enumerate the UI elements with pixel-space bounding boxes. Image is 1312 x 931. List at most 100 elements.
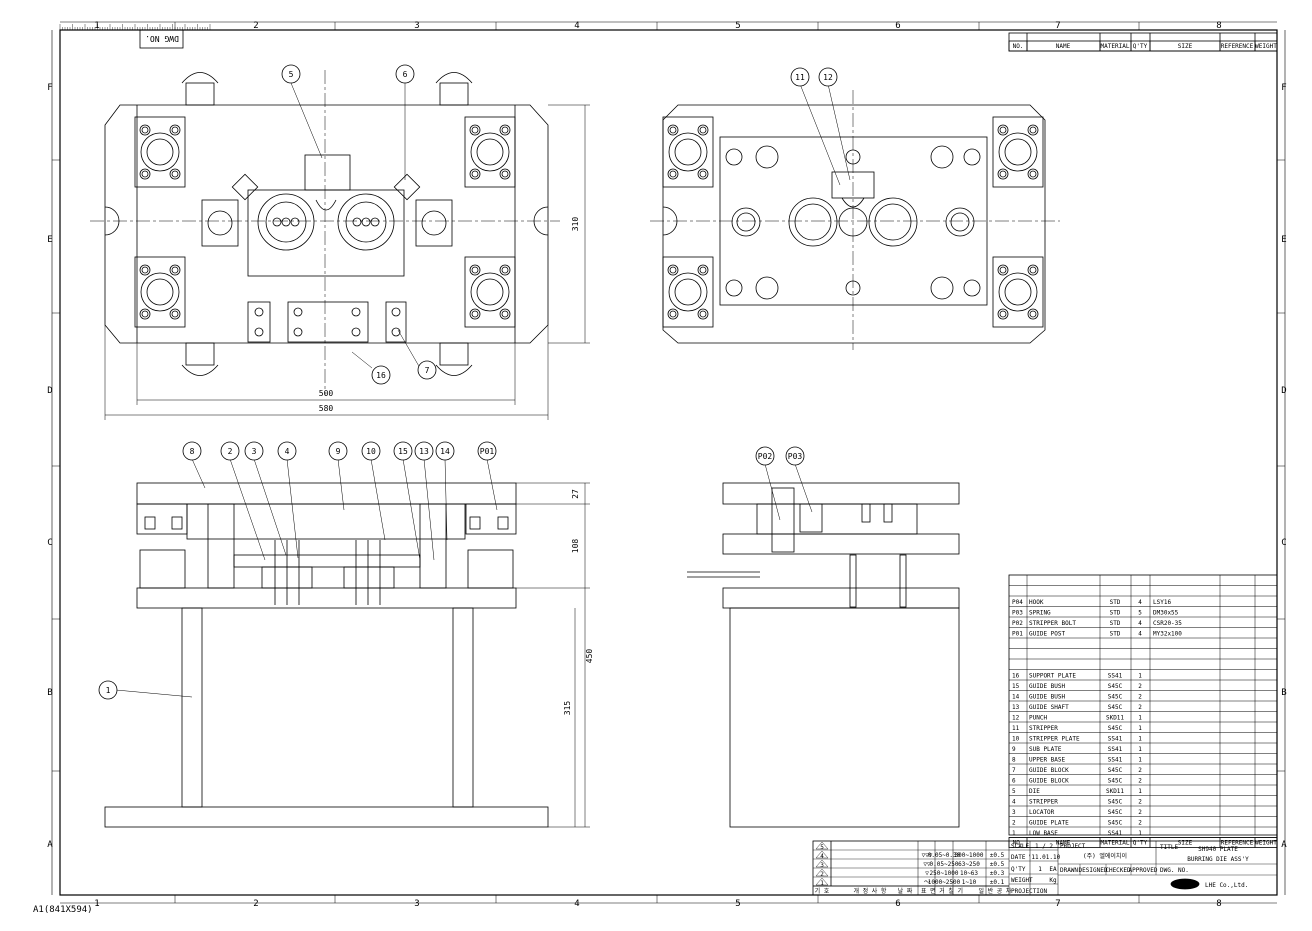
guide-post-block [992, 116, 1044, 188]
approved-label: APPROVED [1129, 867, 1158, 874]
guide-post-block [134, 256, 186, 328]
bom-material: SKD11 [1106, 715, 1124, 722]
balloon-label: 14 [440, 447, 450, 456]
bom-qty: 2 [1138, 683, 1142, 690]
title-line-2: BURRING DIE ASS'Y [1187, 856, 1249, 863]
revision-mark: 5 [820, 844, 824, 851]
balloon-15: 15 [393, 441, 413, 461]
side-view [687, 482, 960, 828]
dim-500: 500 [319, 389, 334, 398]
bom-no: 13 [1012, 704, 1020, 711]
top-view-dimensions: 500 580 310 [104, 104, 590, 420]
header-cell: REFERENCE [1221, 840, 1254, 847]
tolerance-symbol: ▽▽ [923, 861, 931, 868]
bom-no: P01 [1012, 631, 1023, 638]
header-cell: NO. [1013, 840, 1024, 847]
balloon-label: P03 [788, 452, 803, 461]
bom-qty: 1 [1138, 725, 1142, 732]
bom-size: MY32x100 [1153, 631, 1182, 638]
bom-size: LSY16 [1153, 599, 1171, 606]
header-cell: MATERIAL [1101, 840, 1130, 847]
balloon-p03: P03 [785, 446, 805, 466]
bom-name: SPRING [1029, 610, 1051, 617]
bom-material: S45C [1108, 694, 1123, 701]
bom-name: LOW BASE [1029, 830, 1058, 837]
bom-no: 14 [1012, 694, 1020, 701]
balloon-label: 8 [190, 447, 195, 456]
bom-no: 2 [1012, 820, 1016, 827]
zone-row-right: F [1281, 83, 1286, 93]
zone-col-top: 6 [895, 21, 900, 31]
balloon-4: 4 [277, 441, 297, 461]
revision-mark: 3 [820, 862, 824, 869]
tolerance-range: 63~250 [958, 861, 980, 868]
front-view-left [104, 482, 549, 828]
balloon-label: 13 [419, 447, 429, 456]
header-cell: SIZE [1178, 840, 1193, 847]
scale-value: 1 / 2 [1035, 843, 1053, 850]
zone-row-left: C [47, 538, 52, 548]
balloon-7: 7 [417, 360, 437, 380]
tolerance-symbol: ～ [924, 879, 930, 886]
zone-col-top: 3 [414, 21, 419, 31]
revision-footer: 날 짜 [898, 887, 913, 895]
tolerance-value: ±0.1 [990, 879, 1005, 886]
bom-name: GUIDE BUSH [1029, 694, 1066, 701]
header-cell: NO. [1013, 43, 1024, 50]
dim-580: 580 [319, 404, 334, 413]
dwg-no-box: DWG NO. [139, 29, 184, 49]
company-name: (주) 엘에이치이 [1083, 852, 1127, 860]
balloon-10: 10 [361, 441, 381, 461]
zone-row-left: D [47, 386, 52, 396]
balloon-label: 1 [106, 686, 111, 695]
zone-row-left: E [47, 235, 52, 245]
bom-qty: 1 [1138, 673, 1142, 680]
checked-label: CHECKED [1105, 867, 1131, 874]
bom-qty: 2 [1138, 799, 1142, 806]
date-value: '11.01.10 [1028, 854, 1061, 861]
header-cell: REFERENCE [1221, 43, 1254, 50]
header-cell: WEIGHT [1255, 840, 1277, 847]
balloon-label: 10 [366, 447, 376, 456]
front-view-dimensions: 27 108 450 315 [516, 482, 594, 828]
revision-footer: 표 면 거 칠 기 [921, 887, 963, 895]
zone-col-top: 7 [1055, 21, 1060, 31]
bom-qty: 4 [1138, 620, 1142, 627]
balloon-2: 2 [220, 441, 240, 461]
zone-col-bottom: 7 [1055, 899, 1060, 909]
logo-text: LHE Co.,Ltd. [1205, 882, 1248, 889]
bom-material: SKD11 [1106, 788, 1124, 795]
projection-label: PROJECTION [1011, 888, 1048, 895]
balloon-6: 6 [395, 64, 415, 84]
tolerance-range: 1000~2500 [928, 879, 961, 886]
zone-row-left: A [47, 840, 53, 850]
bom-name: SUB PLATE [1029, 746, 1062, 753]
bom-qty: 2 [1138, 820, 1142, 827]
revision-footer: 일 반 공 차 [979, 887, 1012, 895]
bom-name: LOCATOR [1029, 809, 1055, 816]
bom-name: GUIDE PLATE [1029, 820, 1069, 827]
bom-qty: 2 [1138, 704, 1142, 711]
zone-row-right: A [1281, 840, 1287, 850]
header-cell: MATERIAL [1101, 43, 1130, 50]
sheet-size: A1(841X594) [33, 905, 93, 915]
bom-no: 11 [1012, 725, 1020, 732]
scale-label: SCALE [1011, 843, 1029, 850]
zone-col-bottom: 4 [574, 899, 579, 909]
balloon-1: 1 [98, 680, 118, 700]
bom-qty: 4 [1138, 599, 1142, 606]
tolerance-range: 0.05~250 [930, 861, 959, 868]
bom-material: S45C [1108, 725, 1123, 732]
balloon-label: 11 [795, 73, 805, 82]
guide-post-block [662, 256, 714, 328]
bom-material: S45C [1108, 778, 1123, 785]
